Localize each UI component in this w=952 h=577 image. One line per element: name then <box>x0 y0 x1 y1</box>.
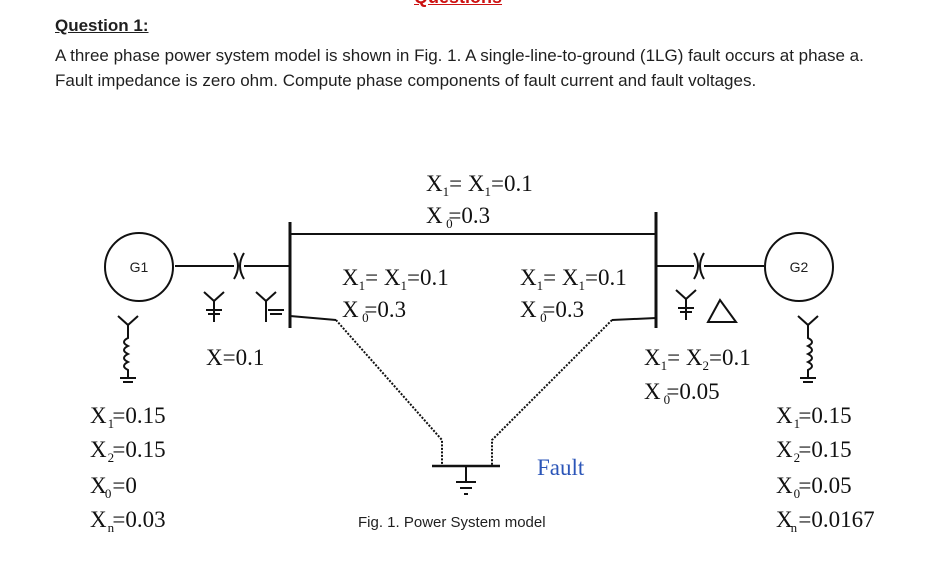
wye-ground-t2-icon <box>675 289 697 320</box>
section-heading: Questions <box>414 0 502 8</box>
g1-x2-label: X =0.152 <box>90 437 166 465</box>
question-title: Question 1: <box>55 16 149 35</box>
g2-neutral-ground-icon <box>797 315 819 383</box>
wye-ground-left-icon <box>203 291 225 322</box>
transformer-2-x0-label: X =0.050 <box>644 379 720 407</box>
line-right <box>491 319 613 466</box>
transformer-1-x-label: X=0.1 <box>206 345 265 370</box>
g1-x1-label: X =0.151 <box>90 403 166 431</box>
transformer-2-x12-label: X1= X2=0.1 <box>644 345 751 373</box>
g1-x0-label: X =00 <box>90 473 137 501</box>
fault-label: Fault <box>537 455 585 480</box>
g2-x0-label: X =0.050 <box>776 473 852 501</box>
transformer-2-icon <box>693 252 705 280</box>
generator-g1-label: G1 <box>129 259 149 275</box>
line-top-x0-label: X =0.30 <box>426 203 491 231</box>
wye-ground-right-icon <box>255 291 284 322</box>
transformer-1-icon <box>233 252 245 280</box>
figure-caption: Fig. 1. Power System model <box>358 514 546 531</box>
g2-xn-label: X =0.0167n <box>776 507 875 535</box>
line-left <box>335 319 443 466</box>
line-left-x0-label: X =0.30 <box>342 297 407 325</box>
delta-icon <box>706 298 738 323</box>
generator-g2: G2 <box>764 232 834 302</box>
line-left-x12-label: X1= X1=0.1 <box>342 265 449 293</box>
g2-x2-label: X =0.152 <box>776 437 852 465</box>
line-top-x12-label: X1= X1=0.1 <box>426 171 533 199</box>
generator-g2-label: G2 <box>789 259 809 275</box>
g2-x1-label: X =0.151 <box>776 403 852 431</box>
question-body: A three phase power system model is show… <box>55 46 864 90</box>
line-right-x0-label: X =0.30 <box>520 297 585 325</box>
line-right-x12-label: X1= X1=0.1 <box>520 265 627 293</box>
g1-xn-label: X =0.03n <box>90 507 166 535</box>
generator-g1: G1 <box>104 232 174 302</box>
g1-neutral-ground-icon <box>117 315 139 383</box>
